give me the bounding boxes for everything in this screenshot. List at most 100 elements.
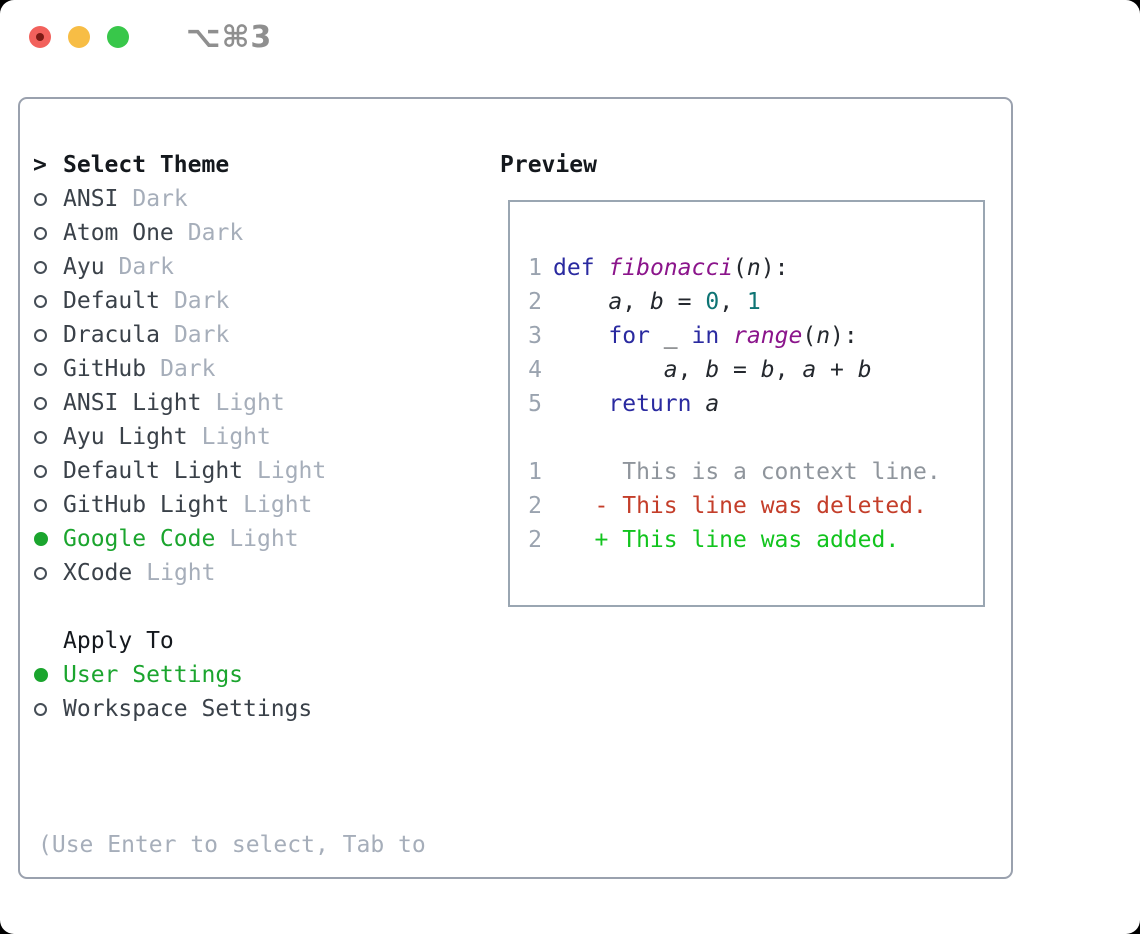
code-line: 2 a, b = 0, 1 [528, 285, 983, 319]
line-number: 4 [528, 357, 542, 383]
close-button[interactable] [29, 26, 51, 48]
theme-name: Default Light [63, 458, 244, 484]
selected-radio-icon [34, 668, 48, 682]
keyboard-shortcut-label: ⌥⌘3 [186, 19, 273, 55]
line-number: 3 [528, 323, 542, 349]
code-text: for _ in range(n): [608, 323, 858, 349]
code-text: def fibonacci(n): [553, 255, 789, 281]
line-number: 1 [528, 255, 542, 281]
diff-text: + This line was added. [553, 527, 900, 553]
select-theme-header: > Select Theme [33, 148, 426, 182]
theme-option-atom-one-dark[interactable]: Atom One Dark [33, 216, 426, 250]
selected-radio-icon [34, 532, 48, 546]
theme-variant: Dark [118, 254, 174, 280]
theme-variant: Light [215, 390, 285, 416]
apply-to-header: Apply To [33, 624, 426, 658]
diff-deleted-line: 2 - This line was deleted. [528, 489, 983, 523]
radio-icon [34, 328, 47, 342]
theme-variant: Dark [187, 220, 244, 246]
line-number: 2 [528, 527, 542, 553]
theme-option-xcode-light[interactable]: XCode Light [33, 556, 426, 590]
cursor-icon: > [33, 152, 47, 178]
theme-option-ayu-light-light[interactable]: Ayu Light Light [33, 420, 426, 454]
radio-icon [34, 396, 47, 410]
theme-variant: Light [257, 458, 327, 484]
theme-variant: Light [201, 424, 271, 450]
line-number: 1 [528, 459, 542, 485]
theme-variant: Dark [132, 186, 188, 212]
theme-name: Ayu Light [63, 424, 188, 450]
code-line: 5 return a [528, 387, 983, 421]
code-text: return a [608, 391, 720, 417]
theme-option-ayu-dark[interactable]: Ayu Dark [33, 250, 426, 284]
diff-text: - This line was deleted. [553, 493, 927, 519]
radio-icon [34, 192, 47, 206]
theme-option-ansi-light-light[interactable]: ANSI Light Light [33, 386, 426, 420]
radio-icon [34, 294, 47, 308]
theme-variant: Dark [173, 288, 230, 314]
theme-name: XCode [63, 560, 133, 586]
theme-variant: Light [243, 492, 313, 518]
zoom-button[interactable] [107, 26, 129, 48]
help-line: change focus) [38, 930, 426, 934]
theme-variant: Dark [160, 356, 216, 382]
spacer [33, 726, 426, 760]
theme-option-github-dark[interactable]: GitHub Dark [33, 352, 426, 386]
apply-option-label: Workspace Settings [63, 696, 313, 722]
code-line: 3 for _ in range(n): [528, 319, 983, 353]
minimize-button[interactable] [68, 26, 90, 48]
radio-icon [34, 260, 47, 274]
code-line: 4 a, b = b, a + b [528, 353, 983, 387]
line-number: 2 [528, 289, 542, 315]
spacer [528, 421, 983, 455]
radio-icon [34, 430, 47, 444]
theme-variant: Light [146, 560, 216, 586]
code-text: a, b = 0, 1 [608, 289, 761, 315]
radio-icon [34, 226, 47, 240]
line-number: 2 [528, 493, 542, 519]
theme-name: Atom One [63, 220, 174, 246]
apply-to-title: Apply To [63, 628, 174, 654]
theme-name: Ayu [63, 254, 105, 280]
theme-name: GitHub [63, 356, 147, 382]
code-line: 1 def fibonacci(n): [528, 251, 983, 285]
theme-variant: Light [229, 526, 299, 552]
theme-name: Dracula [63, 322, 160, 348]
select-theme-title: Select Theme [63, 152, 230, 178]
spacer [33, 590, 426, 624]
diff-text: This is a context line. [553, 459, 941, 485]
theme-name: Google Code [63, 526, 216, 552]
theme-option-google-code-light[interactable]: Google Code Light [33, 522, 426, 556]
theme-name: Default [63, 288, 160, 314]
diff-context-line: 1 This is a context line. [528, 455, 983, 489]
theme-name: ANSI Light [63, 390, 202, 416]
theme-name: ANSI [63, 186, 119, 212]
record-dot-icon [36, 33, 44, 41]
help-text: (Use Enter to select, Tab to change focu… [38, 760, 426, 934]
apply-option-user-settings[interactable]: User Settings [33, 658, 426, 692]
theme-variant: Dark [173, 322, 230, 348]
code-text: a, b = b, a + b [663, 357, 872, 383]
radio-icon [34, 702, 47, 716]
theme-option-default-dark[interactable]: Default Dark [33, 284, 426, 318]
diff-sample: 1 This is a context line.2 - This line w… [528, 455, 983, 557]
diff-added-line: 2 + This line was added. [528, 523, 983, 557]
line-number: 5 [528, 391, 542, 417]
theme-option-ansi-dark[interactable]: ANSI Dark [33, 182, 426, 216]
radio-icon [34, 498, 47, 512]
apply-option-workspace-settings[interactable]: Workspace Settings [33, 692, 426, 726]
radio-icon [34, 362, 47, 376]
title-bar: ⌥⌘3 [0, 0, 272, 74]
radio-icon [34, 566, 47, 580]
help-line: (Use Enter to select, Tab to [38, 832, 426, 858]
theme-option-dracula-dark[interactable]: Dracula Dark [33, 318, 426, 352]
theme-option-default-light-light[interactable]: Default Light Light [33, 454, 426, 488]
preview-title: Preview [500, 152, 597, 178]
